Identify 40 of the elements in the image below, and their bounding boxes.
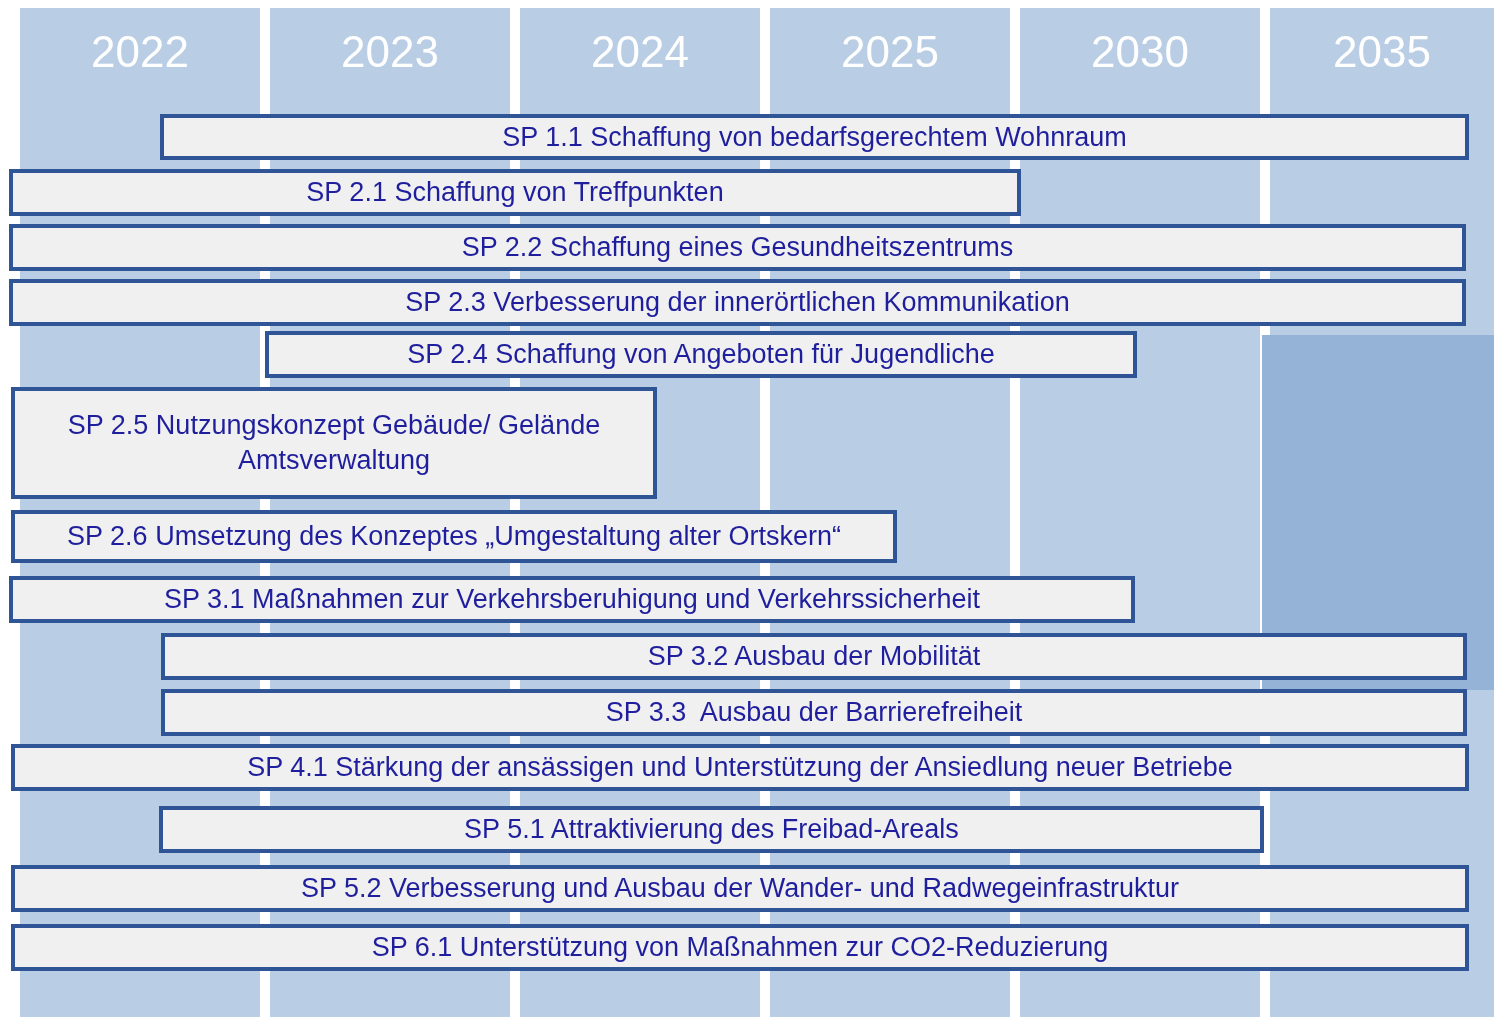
timeline-bar [11,924,1469,971]
measure-label: SP 1.1 Schaffung von bedarfsgerechtem Wohnraum [502,120,1127,154]
measure-label: SP 2.5 Nutzungskonzept Gebäude/ Gelände Amtsverwaltung [66,409,602,477]
measure-label: SP 5.2 Verbesserung und Ausbau der Wander- und Radwegeinfrastruktur [300,872,1179,905]
measure-label: SP 2.3 Verbesserung der innerörtlichen Kommunikation [405,286,1070,319]
timeline-bar [9,576,1135,623]
timeline-bar [9,224,1466,271]
year-label: 2022 [90,26,190,78]
measure-label: SP 2.1 Schaffung von Treffpunkten [306,176,724,209]
timeline-bar [161,689,1467,736]
timeline-bar [11,865,1469,912]
measure-label: SP 6.1 Unterstützung von Maßnahmen zur CO2-Reduzierung [371,931,1109,964]
timeline-bar [160,114,1469,160]
measure-label: SP 4.1 Stärkung der ansässigen und Unterstützung der Ansiedlung neuer Betriebe [247,751,1233,784]
measure-label: SP 3.1 Maßnahmen zur Verkehrsberuhigung und Verkehrssicherheit [164,583,980,616]
year-column [1020,8,1260,108]
year-column [1270,8,1494,108]
year-label: 2023 [340,26,440,78]
year-label: 2030 [1090,26,1190,78]
year-column [520,8,760,108]
measure-label: SP 2.6 Umsetzung des Konzeptes „Umgestaltung alter Ortskern“ [67,520,841,553]
measure-label: SP 3.3 Ausbau der Barrierefreiheit [605,696,1023,729]
measure-label: SP 2.2 Schaffung eines Gesundheitszentrums [461,231,1014,264]
timeline-bar [11,744,1469,791]
year-label: 2024 [590,26,690,78]
year-column [20,8,260,108]
timeline-bar [9,169,1021,216]
measure-label: SP 2.4 Schaffung von Angeboten für Jugendliche [407,338,995,371]
timeline-bar [265,331,1137,378]
timeline-bar [11,387,657,499]
year-label: 2035 [1332,26,1432,78]
timeline-bar [9,279,1466,326]
timeline-bar [159,806,1264,853]
timeline-bar [161,633,1467,680]
year-column [770,8,1010,108]
timeline-bar [11,510,897,563]
measure-label: SP 3.2 Ausbau der Mobilität [647,640,981,673]
year-column [270,8,510,108]
year-label: 2025 [840,26,940,78]
measure-label: SP 5.1 Attraktivierung des Freibad-Areals [464,813,959,846]
